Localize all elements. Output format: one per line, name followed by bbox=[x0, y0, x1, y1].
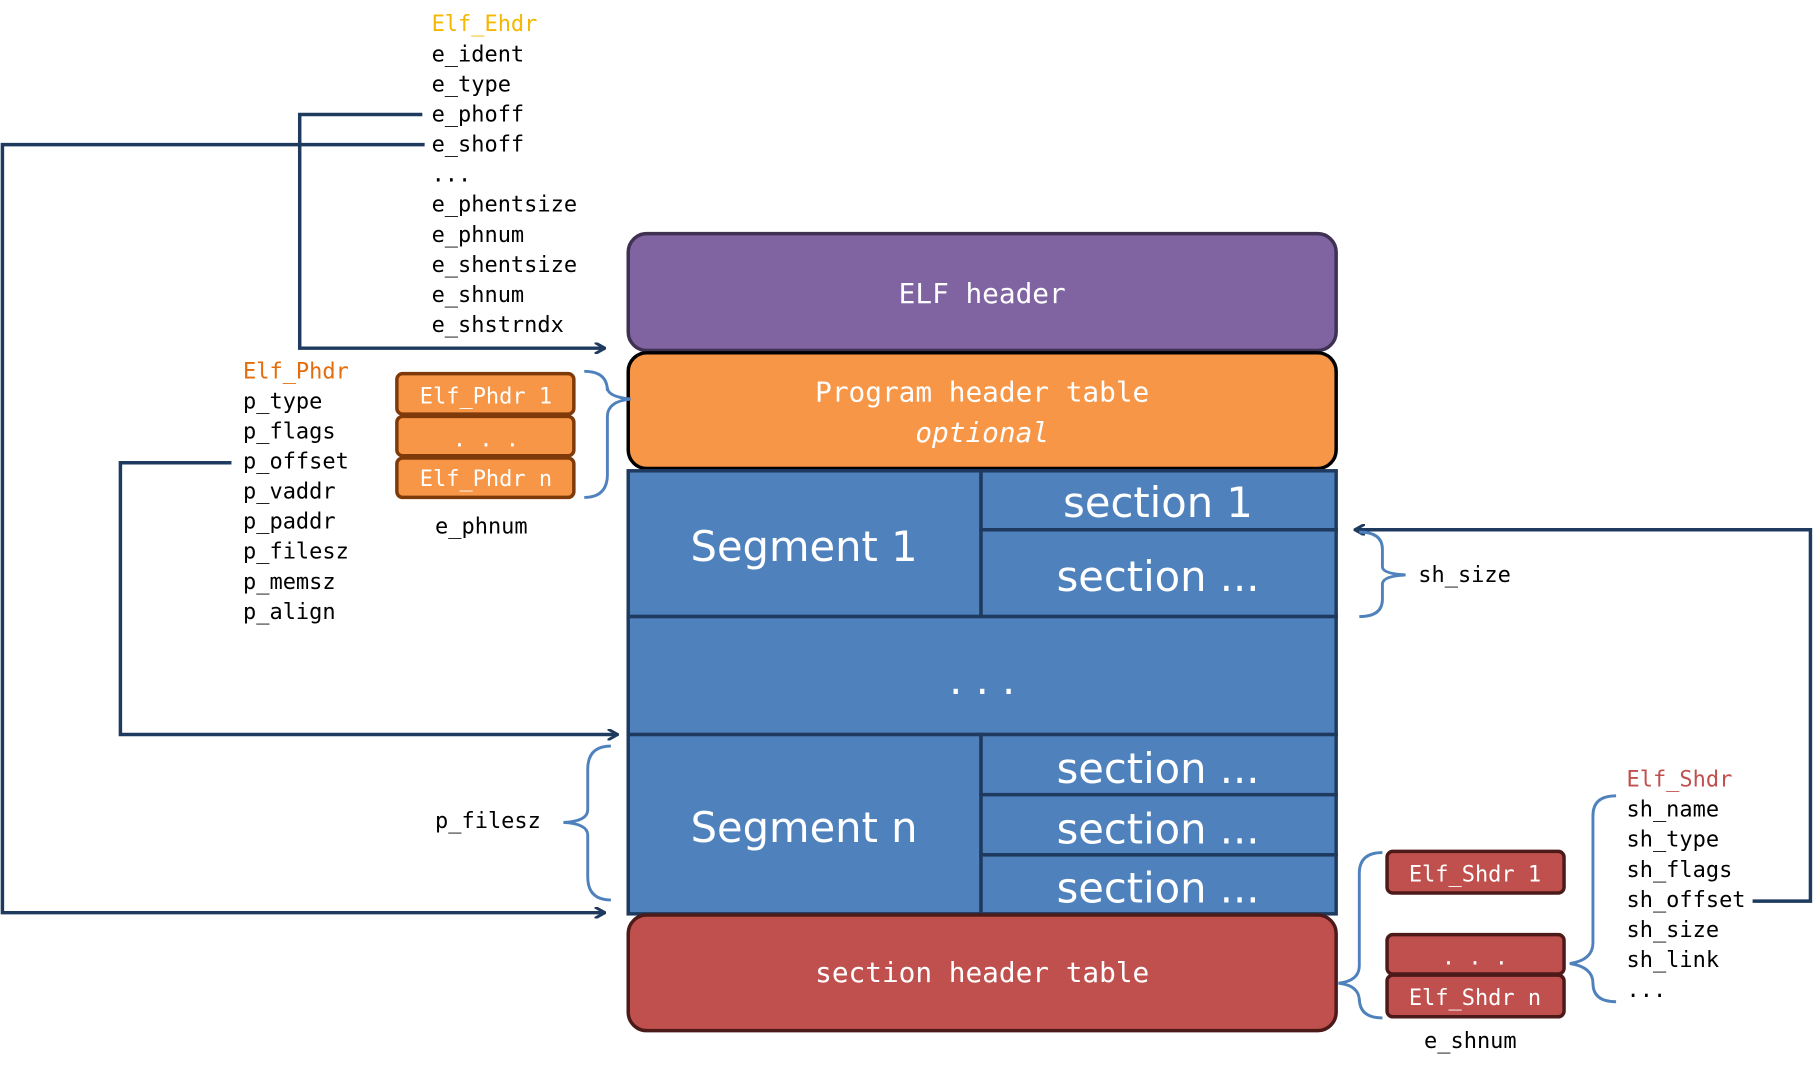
shdr-entry-box bbox=[1385, 973, 1566, 1019]
e-shnum-label: e_shnum bbox=[1424, 1029, 1517, 1054]
phdr-entry-box bbox=[395, 414, 576, 458]
section-block bbox=[979, 732, 1338, 797]
segment-1-label: Segment 1 bbox=[691, 522, 918, 571]
sh-size-label: sh_size bbox=[1418, 563, 1511, 588]
phdr-title: Elf_Phdr bbox=[243, 359, 349, 384]
shdr-title: Elf_Shdr bbox=[1627, 768, 1733, 793]
elf-header-label: ELF header bbox=[899, 277, 1066, 310]
field-name: e_shoff bbox=[432, 133, 525, 158]
section-label: section ... bbox=[1057, 804, 1260, 853]
optional-label: optional bbox=[915, 416, 1049, 449]
elf-phdr-field-list: Elf_Phdr p_type p_flags p_offset p_vaddr p_pa… bbox=[243, 359, 349, 625]
section-label: section ... bbox=[1057, 744, 1260, 793]
field-name: sh_offset bbox=[1627, 888, 1746, 913]
phdr-entry-label: . . . bbox=[453, 428, 519, 453]
section-block bbox=[979, 853, 1338, 916]
p-filesz-label: p_filesz bbox=[435, 809, 541, 834]
field-name: sh_link bbox=[1627, 948, 1720, 973]
sh-offset-arrow bbox=[1356, 530, 1813, 903]
section-block bbox=[979, 469, 1338, 532]
middle-block bbox=[626, 614, 1338, 737]
section-header-table-label: section header table bbox=[815, 956, 1149, 989]
section-block bbox=[979, 792, 1338, 857]
field-name: e_phnum bbox=[432, 223, 525, 248]
field-name: sh_size bbox=[1627, 918, 1720, 943]
field-name: p_vaddr bbox=[243, 480, 336, 505]
shdr-fields-brace bbox=[1569, 794, 1617, 1004]
field-name: p_paddr bbox=[243, 510, 336, 535]
middle-dots: . . . bbox=[949, 655, 1015, 704]
section-label: section ... bbox=[1057, 863, 1260, 912]
p-filesz-brace bbox=[563, 744, 611, 902]
field-name: e_shentsize bbox=[432, 253, 578, 278]
ehdr-title: Elf_Ehdr bbox=[432, 12, 538, 37]
phdr-entry-box bbox=[395, 371, 576, 416]
field-name: p_offset bbox=[243, 449, 349, 474]
section-block bbox=[979, 528, 1338, 619]
section-label: section 1 bbox=[1063, 478, 1253, 527]
e-phnum-label: e_phnum bbox=[435, 514, 528, 539]
field-name: e_ident bbox=[432, 42, 525, 67]
shdr-entry-box bbox=[1385, 849, 1566, 895]
program-header-table-block bbox=[626, 351, 1338, 471]
elf-ehdr-field-list: Elf_Ehdr e_ident e_type e_phoff e_shoff... e_… bbox=[432, 12, 578, 338]
shdr-entry-label: Elf_Shdr n bbox=[1409, 986, 1541, 1011]
field-name: sh_name bbox=[1627, 798, 1720, 823]
segment-n-label: Segment n bbox=[691, 803, 918, 852]
elf-header-block bbox=[626, 231, 1338, 353]
field-name: e_shstrndx bbox=[432, 313, 564, 338]
phdr-entry-label: Elf_Phdr 1 bbox=[420, 385, 552, 410]
field-name: e_type bbox=[432, 72, 511, 97]
field-name: p_align bbox=[243, 600, 336, 625]
p-offset-arrow bbox=[118, 460, 616, 735]
shdr-entries-brace bbox=[1338, 851, 1383, 1020]
phdr-entry-box bbox=[395, 456, 576, 500]
field-name: ... bbox=[1627, 978, 1667, 1003]
section-label: section ... bbox=[1057, 552, 1260, 601]
shdr-entry-label: . . . bbox=[1442, 946, 1508, 971]
field-name: e_phoff bbox=[432, 102, 525, 127]
field-name: p_type bbox=[243, 389, 322, 414]
field-name: p_flags bbox=[243, 419, 336, 444]
segment-n-block bbox=[626, 732, 983, 916]
field-name: p_filesz bbox=[243, 540, 349, 565]
section-header-table-block bbox=[626, 913, 1338, 1033]
program-header-table-label: Program header table bbox=[815, 375, 1149, 408]
field-name: e_shnum bbox=[432, 283, 525, 308]
phdr-entry-label: Elf_Phdr n bbox=[420, 467, 552, 492]
e-phoff-arrow bbox=[297, 112, 604, 349]
shdr-entry-label: Elf_Shdr 1 bbox=[1409, 862, 1541, 887]
sh-size-brace bbox=[1359, 530, 1406, 618]
field-name: e_phentsize bbox=[432, 193, 578, 218]
field-name: sh_type bbox=[1627, 828, 1720, 853]
field-name: p_memsz bbox=[243, 570, 336, 595]
e-shoff-arrow bbox=[0, 142, 604, 913]
field-name: ... bbox=[432, 163, 472, 188]
field-name: sh_flags bbox=[1627, 858, 1733, 883]
phdr-brace bbox=[584, 369, 631, 499]
elf-shdr-field-list: Elf_Shdr sh_name sh_type sh_flags sh_offsets… bbox=[1627, 768, 1746, 1004]
